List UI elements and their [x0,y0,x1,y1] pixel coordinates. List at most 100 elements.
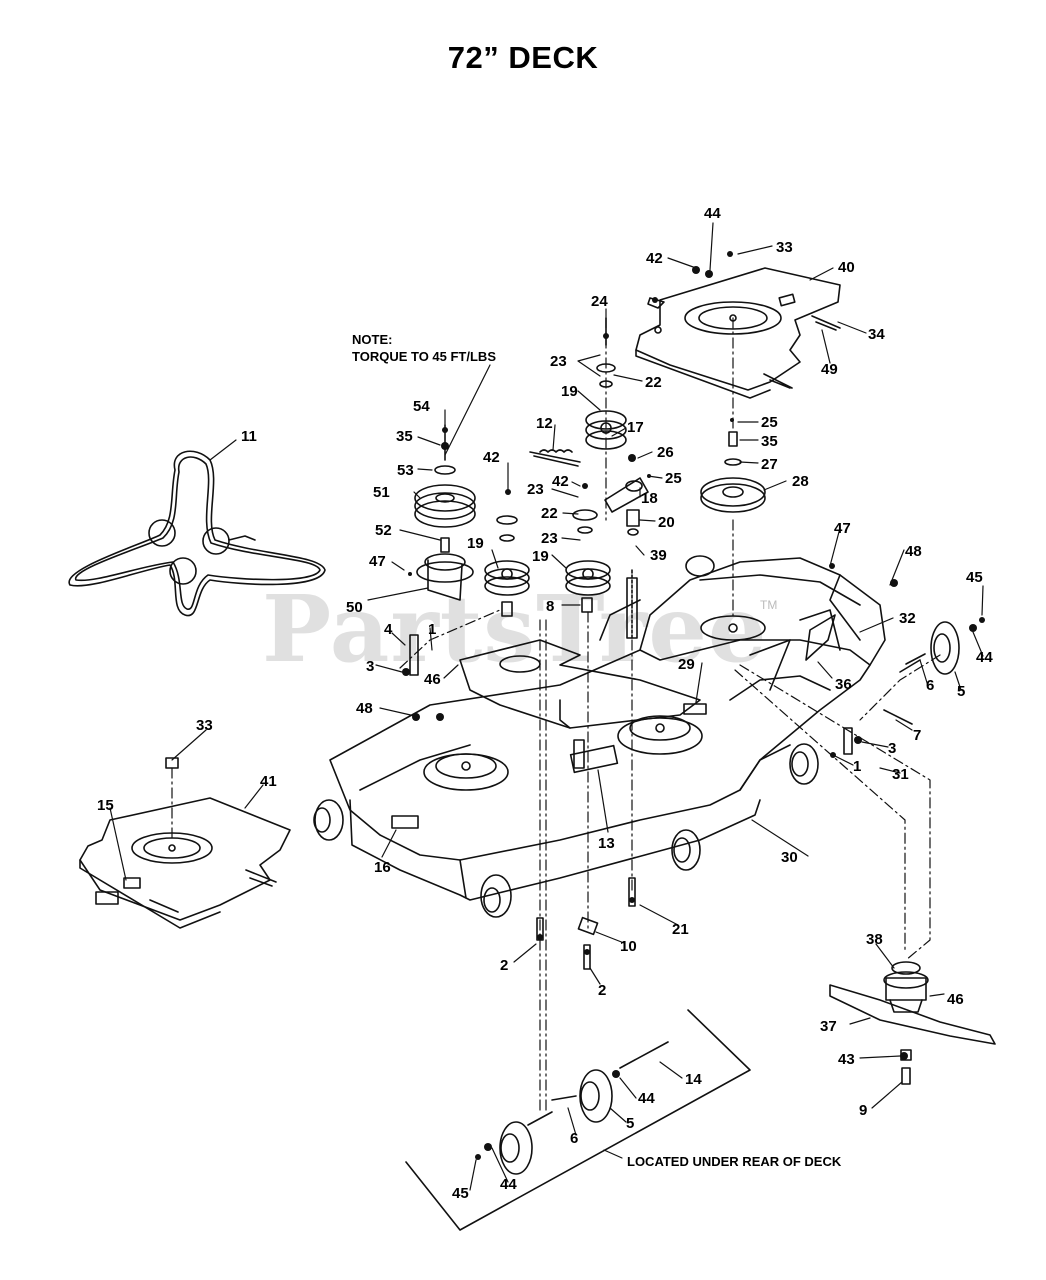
callout-42: 42 [483,449,500,466]
callout-36: 36 [835,676,852,693]
callout-17: 17 [627,419,644,436]
callout-25: 25 [761,414,778,431]
callout-23: 23 [527,481,544,498]
callout-14: 14 [685,1071,702,1088]
hardware-bolts-springs [165,614,921,970]
callout-44: 44 [638,1090,655,1107]
callout-53: 53 [397,462,414,479]
callout-26: 26 [657,444,674,461]
callout-19: 19 [467,535,484,552]
callout-42: 42 [552,473,569,490]
callout-24: 24 [591,293,608,310]
callout-labels: 44 33 42 40 34 49 24 23 22 19 12 17 26 2… [97,205,993,1202]
callout-22: 22 [645,374,662,391]
callout-10: 10 [620,938,637,955]
callout-47: 47 [369,553,386,570]
spindle-38-blade-37 [829,961,996,1085]
callout-6: 6 [926,677,934,694]
callout-50: 50 [346,599,363,616]
assembly-center-lines [171,317,941,1111]
callout-5: 5 [626,1115,634,1132]
callout-3: 3 [366,658,374,675]
callout-44: 44 [500,1176,517,1193]
spring-12 [529,449,581,467]
rear-wheels [499,621,960,1175]
callout-8: 8 [546,598,554,615]
callout-52: 52 [375,522,392,539]
callout-23: 23 [541,530,558,547]
watermark-trademark: TM [760,598,778,612]
callout-28: 28 [792,473,809,490]
callout-37: 37 [820,1018,837,1035]
leader-lines [109,222,984,1191]
pulley-28 [700,431,766,513]
callout-20: 20 [658,514,675,531]
callout-35: 35 [396,428,413,445]
callout-9: 9 [859,1102,867,1119]
belt-11 [68,450,326,617]
callout-32: 32 [899,610,916,627]
callout-1: 1 [428,621,436,638]
pulley-51-spindle-50 [414,424,476,601]
callout-3: 3 [888,740,896,757]
callout-34: 34 [868,326,885,343]
callout-23: 23 [550,353,567,370]
callout-47: 47 [834,520,851,537]
callout-35: 35 [761,433,778,450]
callout-44: 44 [704,205,721,222]
callout-31: 31 [892,766,909,783]
callout-5: 5 [957,683,965,700]
callout-29: 29 [678,656,695,673]
callout-51: 51 [373,484,390,501]
callout-48: 48 [356,700,373,717]
callout-15: 15 [97,797,114,814]
callout-42: 42 [646,250,663,267]
callout-22: 22 [541,505,558,522]
callout-19: 19 [532,548,549,565]
torque-note: NOTE: TORQUE TO 45 FT/LBS [352,331,496,365]
callout-2: 2 [598,982,606,999]
callout-27: 27 [761,456,778,473]
callout-19: 19 [561,383,578,400]
gauge-wheels [313,555,819,918]
pulley-stack-center [484,317,627,617]
hardware-fasteners [402,251,985,1160]
callout-39: 39 [650,547,667,564]
callout-43: 43 [838,1051,855,1068]
location-note: LOCATED UNDER REAR OF DECK [627,1154,842,1169]
callout-12: 12 [536,415,553,432]
note-text: TORQUE TO 45 FT/LBS [352,349,496,364]
callout-4: 4 [384,621,393,638]
note-heading: NOTE: [352,332,393,347]
callout-49: 49 [821,361,838,378]
deck-cover-right-40 [635,267,841,399]
callout-46: 46 [424,671,441,688]
callout-1: 1 [853,758,861,775]
deck-cover-left-41 [79,797,291,929]
callout-48: 48 [905,543,922,560]
callout-7: 7 [913,727,921,744]
callout-40: 40 [838,259,855,276]
callout-45: 45 [966,569,983,586]
idler-bracket-plate [459,639,701,729]
callout-18: 18 [641,490,658,507]
callout-46: 46 [947,991,964,1008]
callout-33: 33 [776,239,793,256]
callout-30: 30 [781,849,798,866]
callout-25: 25 [665,470,682,487]
callout-13: 13 [598,835,615,852]
callout-2: 2 [500,957,508,974]
callout-45: 45 [452,1185,469,1202]
callout-6: 6 [570,1130,578,1147]
callout-21: 21 [672,921,689,938]
diagram-title: 72” DECK [447,40,599,75]
callout-38: 38 [866,931,883,948]
callout-44: 44 [976,649,993,666]
callout-16: 16 [374,859,391,876]
callout-41: 41 [260,773,277,790]
idler-arm-18 [604,477,649,641]
callout-54: 54 [413,398,430,415]
watermark: PartsTree [262,575,768,683]
